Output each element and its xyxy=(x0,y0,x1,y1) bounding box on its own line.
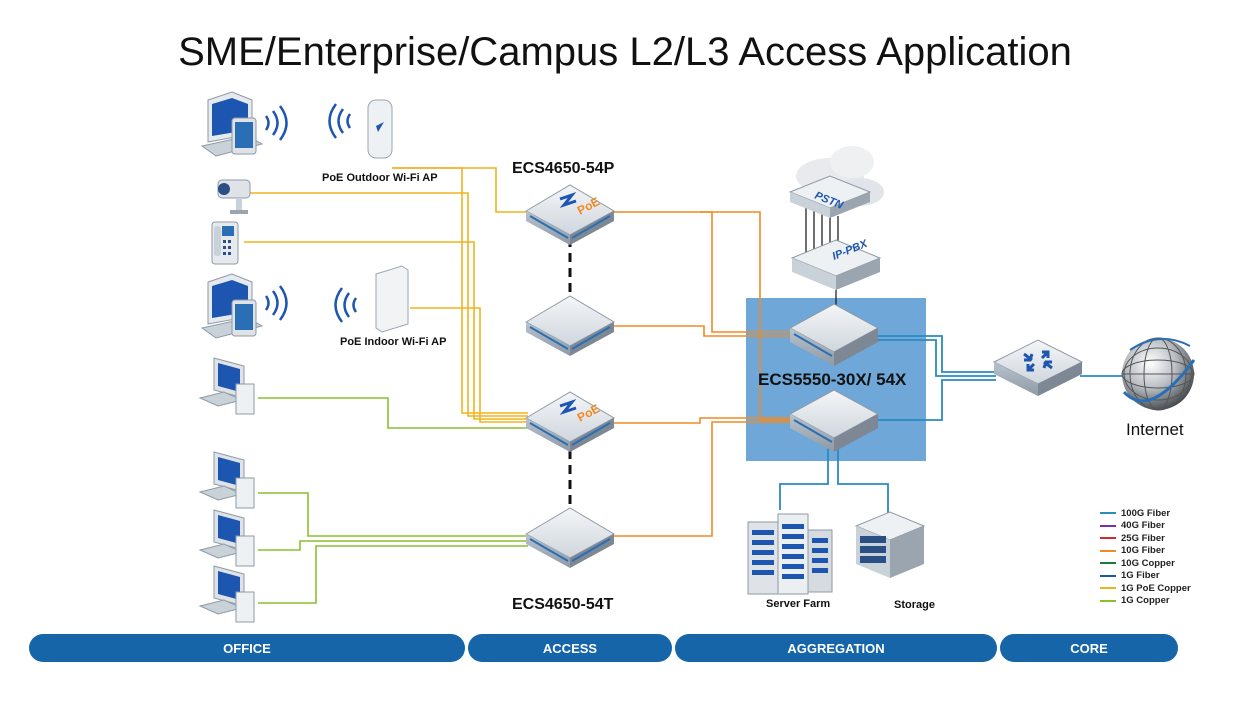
legend-swatch xyxy=(1100,587,1116,590)
router-arrows-icon xyxy=(1023,350,1053,372)
outdoor-ap-icon xyxy=(328,99,393,159)
internet-label: Internet xyxy=(1126,420,1184,439)
wifi-signal-icon-2 xyxy=(264,285,288,321)
legend-item: 1G Fiber xyxy=(1100,570,1240,583)
uplink-switch-4 xyxy=(614,421,790,537)
server-farm-label: Server Farm xyxy=(766,598,831,610)
link-desktop-2-to-switch xyxy=(258,492,528,537)
legend-item: 1G Copper xyxy=(1100,595,1240,608)
core-router[interactable] xyxy=(992,339,1084,396)
switch-plain-bottom[interactable] xyxy=(524,507,616,568)
legend-item: 100G Fiber xyxy=(1100,507,1240,520)
internet-globe-icon xyxy=(1121,337,1196,411)
legend-swatch xyxy=(1100,549,1116,552)
legend-swatch xyxy=(1100,537,1116,540)
link-indoor-ap-to-poe-switch-2 xyxy=(410,307,528,423)
band-core: CORE xyxy=(1000,634,1178,662)
storage-label: Storage xyxy=(894,599,935,611)
desktop-pc-icon-2 xyxy=(198,451,255,509)
core-links xyxy=(779,335,1124,514)
legend-label: 1G Fiber xyxy=(1121,570,1160,582)
band-aggregation: AGGREGATION xyxy=(675,634,997,662)
legend-label: 10G Fiber xyxy=(1121,545,1165,557)
link-desktop-3-to-switch xyxy=(258,540,528,551)
diagram-title: SME/Enterprise/Campus L2/L3 Access Appli… xyxy=(178,30,1072,74)
pstn-device: PSTN xyxy=(788,175,872,218)
legend-swatch xyxy=(1100,574,1116,577)
uplink-switch-3 xyxy=(614,417,790,424)
aggregation-switch-2[interactable] xyxy=(788,389,880,452)
indoor-ap-icon xyxy=(334,265,409,333)
server-farm-icon xyxy=(747,513,833,595)
legend-item: 1G PoE Copper xyxy=(1100,582,1240,595)
uplink-switch-1 xyxy=(614,211,790,333)
switch-bottom-label: ECS4650-54T xyxy=(512,596,614,613)
copper-links xyxy=(258,397,528,604)
link-desktop-4-to-switch xyxy=(258,545,528,604)
legend-label: 25G Fiber xyxy=(1121,532,1165,544)
cross-link-a xyxy=(700,211,790,421)
legend-item: 10G Fiber xyxy=(1100,545,1240,558)
agg-to-server xyxy=(779,448,829,510)
ip-camera-icon xyxy=(217,179,251,214)
storage-icon xyxy=(854,511,926,578)
indoor-ap-label: PoE Indoor Wi-Fi AP xyxy=(340,336,447,348)
legend-swatch xyxy=(1100,524,1116,527)
laptop-tablet-icon xyxy=(200,91,264,157)
desktop-pc-icon-3 xyxy=(198,509,255,567)
switch-top-label: ECS4650-54P xyxy=(512,160,615,177)
legend-label: 1G Copper xyxy=(1121,595,1170,607)
ip-phone-icon xyxy=(211,221,239,265)
laptop-tablet-icon-2 xyxy=(200,273,264,339)
link-outdoor-ap-to-poe-switch-2 xyxy=(392,167,528,414)
uplink-switch-2 xyxy=(614,325,790,337)
legend-item: 40G Fiber xyxy=(1100,520,1240,533)
ippbx-device: IP-PBX xyxy=(790,238,882,290)
agg1-to-core xyxy=(876,335,996,373)
legend-label: 40G Fiber xyxy=(1121,520,1165,532)
band-access: ACCESS xyxy=(468,634,672,662)
desktop-pc-icon-4 xyxy=(198,565,255,623)
legend-item: 10G Copper xyxy=(1100,557,1240,570)
legend-label: 100G Fiber xyxy=(1121,507,1171,519)
outdoor-ap-label: PoE Outdoor Wi-Fi AP xyxy=(322,172,438,184)
band-office: OFFICE xyxy=(29,634,465,662)
legend-swatch xyxy=(1100,562,1116,565)
agg2-to-core xyxy=(876,379,996,421)
legend-swatch xyxy=(1100,599,1116,602)
poe-switch-middle[interactable]: PoE xyxy=(524,391,616,452)
aggregation-switch-1[interactable] xyxy=(788,303,880,366)
legend-label: 10G Copper xyxy=(1121,557,1175,569)
agg1-to-core-b xyxy=(876,339,996,377)
link-desktop-1-to-switch xyxy=(258,397,528,429)
legend-item: 25G Fiber xyxy=(1100,532,1240,545)
fiber-uplinks xyxy=(614,211,790,537)
legend-swatch xyxy=(1100,512,1116,515)
poe-copper-links xyxy=(244,167,528,423)
agg-to-storage xyxy=(837,448,889,514)
link-camera-to-poe-switch-2 xyxy=(244,192,528,417)
legend-label: 1G PoE Copper xyxy=(1121,582,1191,594)
link-phone-to-poe-switch-2 xyxy=(244,241,528,420)
desktop-pc-icon-1 xyxy=(198,357,255,415)
aggregation-label: ECS5550-30X/ 54X xyxy=(758,370,907,389)
switch-plain-2[interactable] xyxy=(524,295,616,356)
poe-switch-top[interactable]: PoE xyxy=(524,184,616,245)
wifi-signal-icon xyxy=(264,105,288,141)
legend: 100G Fiber 40G Fiber 25G Fiber 10G Fiber… xyxy=(1100,507,1240,607)
